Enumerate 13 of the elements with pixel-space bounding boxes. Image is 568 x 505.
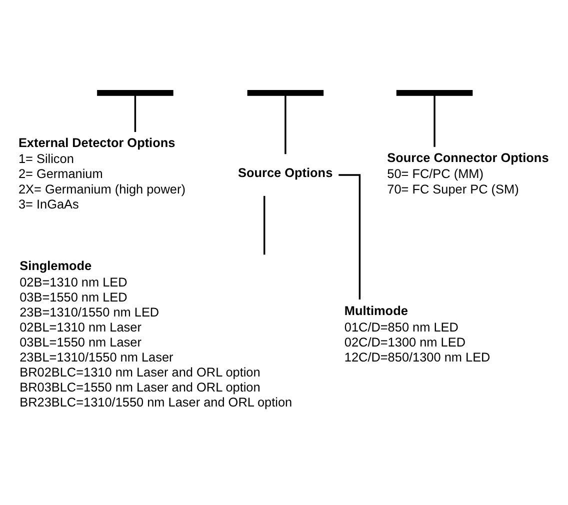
connector: [338, 174, 361, 300]
connector: [134, 94, 136, 132]
connector: [284, 94, 286, 154]
node-text: External Detector Options 1= Silicon 2= Germanium 2X= Germanium (high power) 3= InGaAs: [18, 134, 186, 211]
node-text: Source Options: [238, 164, 333, 180]
node-text: Singlemode 02B=1310 nm LED 03B=1550 nm LED 23B=1310/1550 nm LED 02BL=1310 nm Laser 03BL=1550 nm Laser 23BL=1310/1550 nm Laser BR02BLC=1310 nm Laser and ORL option BR03BLC=1550 nm Laser and ORL option BR23BLC=1310/1550 nm Laser and ORL option: [20, 258, 292, 409]
connector: [434, 94, 436, 146]
node-text: Source Connector Options 50= FC/PC (MM) 70= FC Super PC (SM): [387, 150, 549, 196]
node-text: Multimode 01C/D=850 nm LED 02C/D=1300 nm LED 12C/D=850/1300 nm LED: [344, 302, 490, 364]
node-bar: [97, 90, 174, 96]
node-bar: [247, 90, 324, 96]
connector: [263, 195, 266, 254]
node-bar: [396, 90, 473, 96]
